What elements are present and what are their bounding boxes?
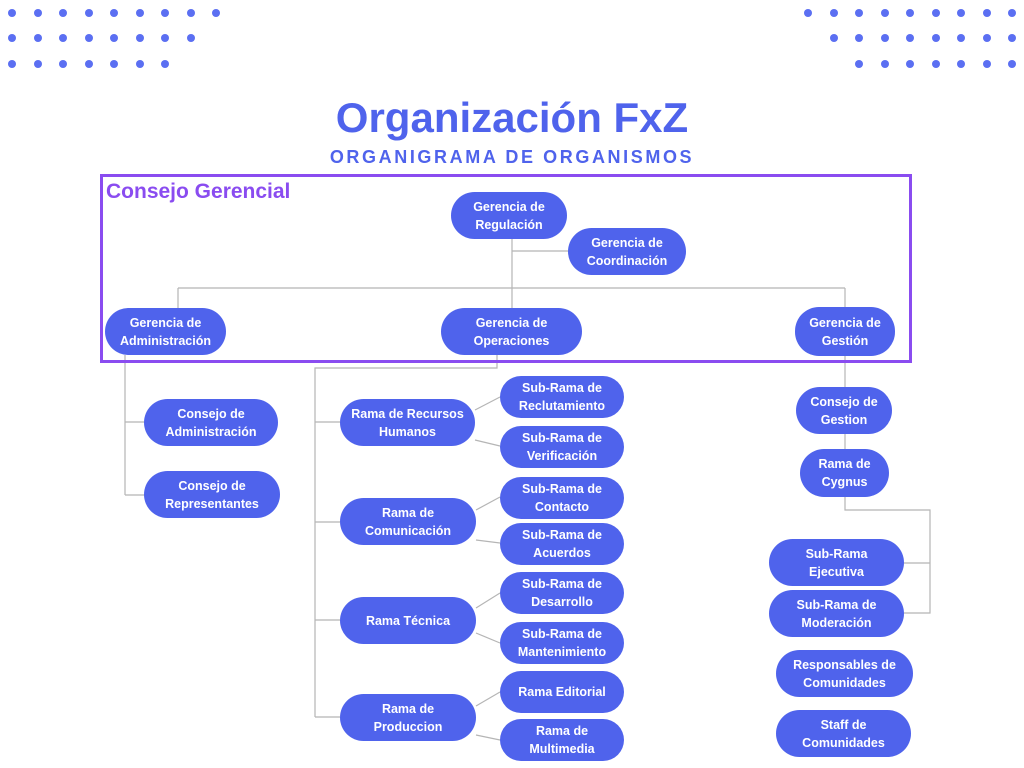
decorative-dot bbox=[212, 9, 220, 17]
decorative-dot bbox=[33, 9, 42, 17]
decorative-dot bbox=[906, 34, 914, 42]
decorative-dot bbox=[957, 9, 965, 17]
decorative-dot bbox=[855, 34, 863, 42]
node-gerencia-operaciones[interactable]: Gerencia de Operaciones bbox=[441, 308, 582, 355]
decorative-dot bbox=[982, 34, 991, 42]
node-staff-comunidades[interactable]: Staff de Comunidades bbox=[776, 710, 911, 757]
decorative-dot bbox=[829, 34, 838, 42]
decorative-dot bbox=[906, 9, 914, 17]
decorative-dot bbox=[59, 9, 67, 17]
node-gerencia-administracion[interactable]: Gerencia de Administración bbox=[105, 308, 226, 355]
connector-cygnus-bracket bbox=[844, 497, 931, 614]
decorative-dot bbox=[957, 34, 965, 42]
decorative-dot bbox=[957, 60, 965, 68]
decorative-dot bbox=[880, 9, 889, 17]
decorative-dot bbox=[33, 34, 42, 42]
decorative-dot bbox=[161, 34, 169, 42]
decorative-dot bbox=[135, 60, 144, 68]
node-subrama-mantenimiento[interactable]: Sub-Rama de Mantenimiento bbox=[500, 622, 624, 664]
decorative-dot bbox=[931, 60, 940, 68]
decorative-dot bbox=[982, 60, 991, 68]
decorative-dot bbox=[1008, 9, 1016, 17]
node-gerencia-gestion[interactable]: Gerencia de Gestión bbox=[795, 307, 895, 356]
decorative-dot bbox=[110, 34, 118, 42]
decorative-dot bbox=[161, 60, 169, 68]
connector-tecnica-desarrollo bbox=[475, 592, 501, 609]
node-consejo-administracion[interactable]: Consejo de Administración bbox=[144, 399, 278, 446]
decorative-dot bbox=[59, 34, 67, 42]
decorative-dot bbox=[186, 9, 195, 17]
node-rama-multimedia[interactable]: Rama de Multimedia bbox=[500, 719, 624, 761]
node-rama-produccion[interactable]: Rama de Produccion bbox=[340, 694, 476, 741]
decorative-dot bbox=[135, 9, 144, 17]
decorative-dot bbox=[161, 9, 169, 17]
decorative-dot bbox=[855, 60, 863, 68]
node-gerencia-coordinacion[interactable]: Gerencia de Coordinación bbox=[568, 228, 686, 275]
decorative-dot bbox=[1008, 60, 1016, 68]
node-consejo-representantes[interactable]: Consejo de Representantes bbox=[144, 471, 280, 518]
consejo-gerencial-label: Consejo Gerencial bbox=[106, 180, 291, 203]
node-rama-editorial[interactable]: Rama Editorial bbox=[500, 671, 624, 713]
decorative-dot bbox=[84, 60, 93, 68]
decorative-dot bbox=[186, 34, 195, 42]
node-subrama-verificacion[interactable]: Sub-Rama de Verificación bbox=[500, 426, 624, 468]
decorative-dot bbox=[1008, 34, 1016, 42]
decorative-dot bbox=[931, 9, 940, 17]
decorative-dot bbox=[804, 9, 812, 17]
node-rama-comunicacion[interactable]: Rama de Comunicación bbox=[340, 498, 476, 545]
decorative-dot bbox=[33, 60, 42, 68]
node-consejo-gestion[interactable]: Consejo de Gestion bbox=[796, 387, 892, 434]
node-subrama-moderacion[interactable]: Sub-Rama de Moderación bbox=[769, 590, 904, 637]
decorative-dot bbox=[880, 60, 889, 68]
decorative-dot bbox=[110, 9, 118, 17]
decorative-dot bbox=[855, 9, 863, 17]
decorative-dot bbox=[906, 60, 914, 68]
node-subrama-ejecutiva[interactable]: Sub-Rama Ejecutiva bbox=[769, 539, 904, 586]
connector-produccion-multimedia bbox=[475, 734, 501, 741]
decorative-dot bbox=[8, 9, 16, 17]
node-rama-recursos-humanos[interactable]: Rama de Recursos Humanos bbox=[340, 399, 475, 446]
node-rama-cygnus[interactable]: Rama de Cygnus bbox=[800, 449, 889, 497]
connector-tecnica-mantenimiento bbox=[475, 632, 501, 644]
page-subtitle: ORGANIGRAMA DE ORGANISMOS bbox=[329, 147, 695, 167]
node-gerencia-regulacion[interactable]: Gerencia de Regulación bbox=[451, 192, 567, 239]
decorative-dot bbox=[880, 34, 889, 42]
decorative-dot bbox=[931, 34, 940, 42]
decorative-dot bbox=[829, 9, 838, 17]
connector-rrhh-verificacion bbox=[474, 439, 501, 447]
decorative-dot bbox=[59, 60, 67, 68]
connector-comunicacion-acuerdos bbox=[475, 539, 501, 544]
node-subrama-contacto[interactable]: Sub-Rama de Contacto bbox=[500, 477, 624, 519]
node-rama-tecnica[interactable]: Rama Técnica bbox=[340, 597, 476, 644]
connector-comunicacion-contacto bbox=[475, 496, 501, 511]
decorative-dot bbox=[135, 34, 144, 42]
node-subrama-reclutamiento[interactable]: Sub-Rama de Reclutamiento bbox=[500, 376, 624, 418]
decorative-dot bbox=[982, 9, 991, 17]
node-responsables-comunidades[interactable]: Responsables de Comunidades bbox=[776, 650, 913, 697]
node-subrama-desarrollo[interactable]: Sub-Rama de Desarrollo bbox=[500, 572, 624, 614]
decorative-dot bbox=[84, 9, 93, 17]
decorative-dot bbox=[110, 60, 118, 68]
decorative-dot bbox=[8, 34, 16, 42]
decorative-dot bbox=[84, 34, 93, 42]
page-title: Organización FxZ bbox=[335, 94, 689, 141]
connector-produccion-editorial bbox=[475, 691, 501, 707]
connector-rrhh-reclutamiento bbox=[474, 396, 501, 411]
decorative-dot bbox=[8, 60, 16, 68]
consejo-gerencial-group bbox=[100, 174, 912, 363]
node-subrama-acuerdos[interactable]: Sub-Rama de Acuerdos bbox=[500, 523, 624, 565]
